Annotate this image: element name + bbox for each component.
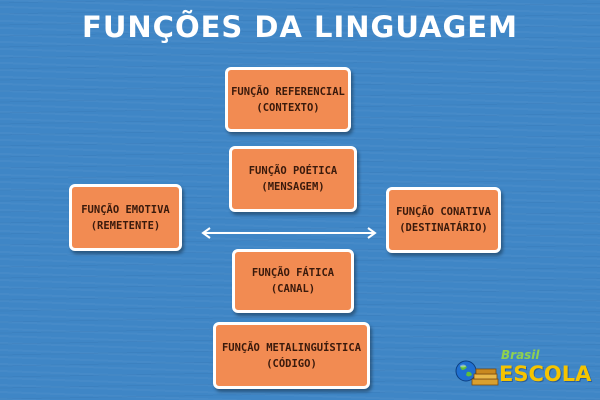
box-funcao-poetica: FUNÇÃO POÉTICA (MENSAGEM)	[229, 146, 357, 212]
box-label: FUNÇÃO POÉTICA	[248, 165, 338, 177]
box-funcao-conativa: FUNÇÃO CONATIVA (DESTINATÁRIO)	[386, 187, 501, 253]
box-label: FUNÇÃO REFERENCIAL	[231, 85, 345, 98]
diagram-title: FUNÇÕES DA LINGUAGEM	[82, 10, 518, 44]
box-label: FUNÇÃO EMOTIVA	[81, 203, 170, 216]
box-funcao-fatica: FUNÇÃO FÁTICA (CANAL)	[232, 249, 354, 313]
box-funcao-referencial: FUNÇÃO REFERENCIAL (CONTEXTO)	[225, 67, 351, 132]
box-funcao-emotiva: FUNÇÃO EMOTIVA (REMETENTE)	[69, 184, 182, 251]
logo-escola-text: ESCOLA	[499, 362, 592, 386]
box-label: FUNÇÃO FÁTICA	[251, 267, 335, 279]
box-sublabel: (DESTINATÁRIO)	[399, 222, 488, 234]
box-label: FUNÇÃO CONATIVA	[396, 206, 491, 218]
books-icon	[471, 368, 499, 386]
logo-brasil-text: Brasil	[501, 348, 540, 362]
box-sublabel: (CÓDIGO)	[266, 357, 317, 370]
box-sublabel: (CONTEXTO)	[256, 101, 320, 114]
box-label: FUNÇÃO METALINGUÍSTICA	[221, 341, 362, 354]
box-sublabel: (CANAL)	[270, 283, 316, 295]
box-sublabel: (REMETENTE)	[90, 219, 161, 232]
brasil-escola-logo: Brasil ESCOLA	[449, 348, 591, 390]
double-arrow-icon	[201, 227, 377, 239]
box-sublabel: (MENSAGEM)	[261, 181, 325, 193]
box-funcao-metalinguistica: FUNÇÃO METALINGUÍSTICA (CÓDIGO)	[213, 322, 370, 389]
